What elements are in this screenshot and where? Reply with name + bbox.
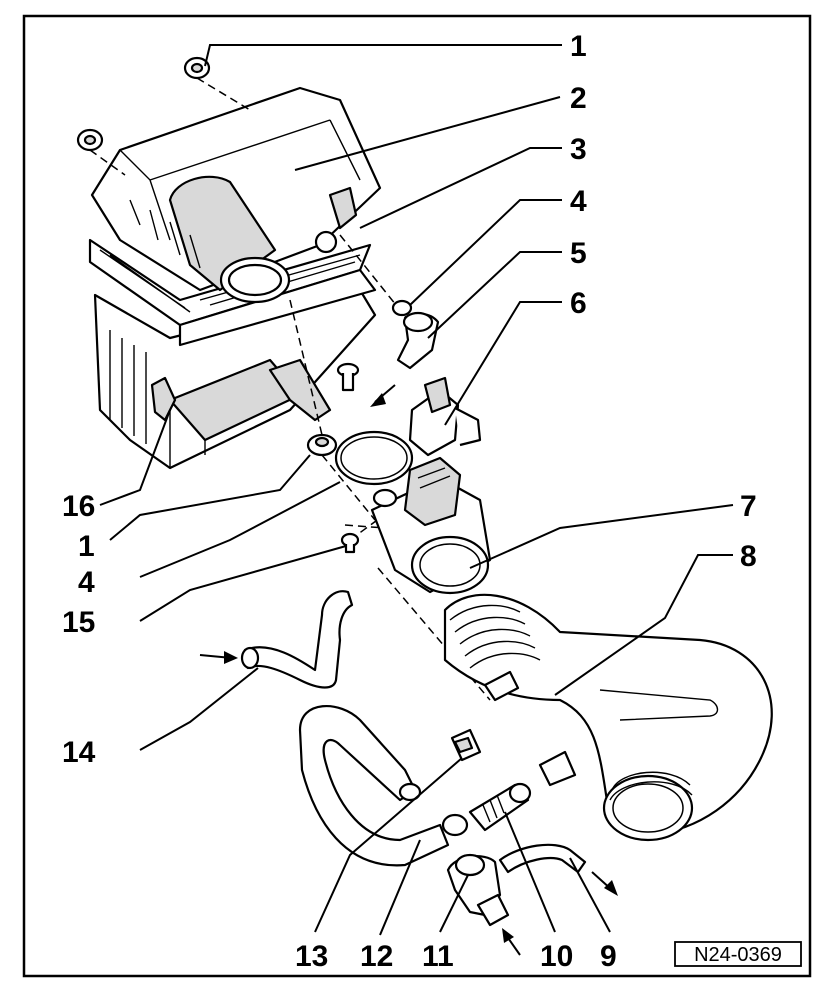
intake-hose <box>443 593 773 842</box>
assembly-line <box>196 77 251 111</box>
electrical-connector <box>408 376 482 457</box>
cover-grommet <box>314 230 338 254</box>
callout-8: 8 <box>740 540 757 573</box>
callout-9: 9 <box>600 940 617 973</box>
callout-4-top: 4 <box>570 185 587 218</box>
breather-hose-fitting <box>396 311 440 370</box>
coolant-hose <box>298 705 469 867</box>
pressure-valve <box>446 853 510 927</box>
callout-13: 13 <box>295 940 328 973</box>
callout-14: 14 <box>62 736 96 769</box>
callout-labels: 1 2 3 4 5 6 7 8 16 1 4 15 14 13 12 11 10… <box>62 30 757 973</box>
check-valve <box>468 782 532 832</box>
flow-arrow <box>370 384 396 407</box>
callout-15: 15 <box>62 606 95 639</box>
rubber-grommet-left <box>76 128 104 152</box>
callout-11: 11 <box>422 940 454 973</box>
flow-arrow <box>199 651 238 664</box>
drawing-code-box: N24-0369 <box>674 941 802 967</box>
callout-5: 5 <box>570 237 587 270</box>
assembly-line <box>89 149 126 176</box>
flow-arrow <box>591 871 618 896</box>
leader-lines <box>99 44 734 936</box>
screw <box>340 532 360 554</box>
breather-hose <box>240 590 354 689</box>
rubber-grommet-bottom <box>306 433 338 457</box>
callout-1-bottom: 1 <box>78 530 95 563</box>
callout-16: 16 <box>62 490 95 523</box>
callout-6: 6 <box>570 287 587 320</box>
callout-3: 3 <box>570 133 587 166</box>
callout-7: 7 <box>740 490 757 523</box>
air-filter-element <box>88 238 377 347</box>
diagram-frame <box>22 14 812 978</box>
air-mass-meter <box>370 456 492 595</box>
callout-2: 2 <box>570 82 587 115</box>
mounting-screw <box>336 362 360 392</box>
assembly-line <box>339 234 409 321</box>
hose-connector <box>450 728 482 762</box>
callout-12: 12 <box>360 940 393 973</box>
callout-1-top: 1 <box>570 30 587 63</box>
cover-clip <box>328 186 358 230</box>
drawing-code: N24-0369 <box>694 944 782 966</box>
assembly-line <box>289 299 323 436</box>
callout-10: 10 <box>540 940 573 973</box>
flow-arrow <box>502 928 521 956</box>
callout-4-bottom: 4 <box>78 566 95 599</box>
assembly-line <box>321 454 376 521</box>
vacuum-hose <box>498 843 587 874</box>
o-ring-small <box>391 299 413 317</box>
